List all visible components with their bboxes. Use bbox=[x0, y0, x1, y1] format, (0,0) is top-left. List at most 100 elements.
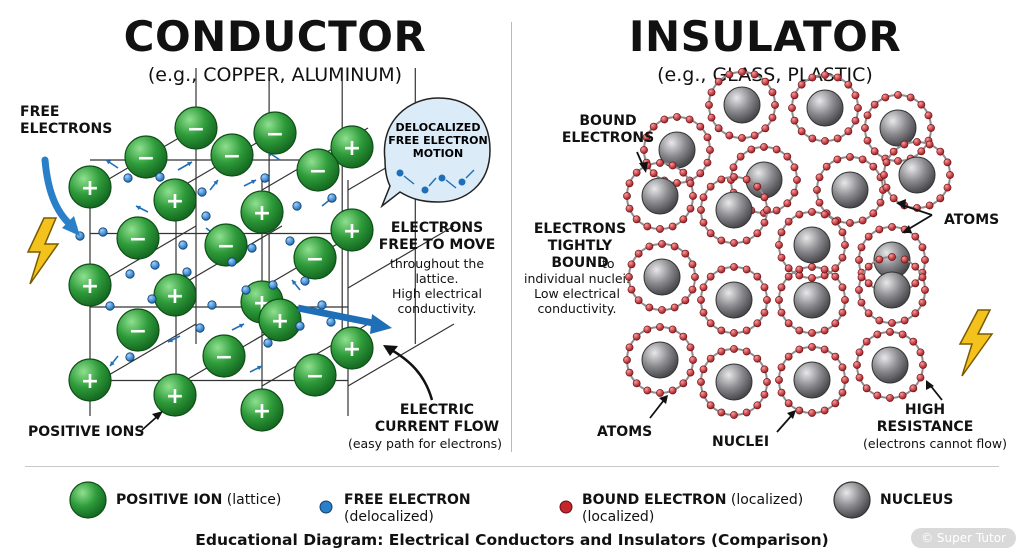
atom bbox=[623, 323, 697, 397]
bound-electron bbox=[714, 124, 723, 133]
atom bbox=[727, 143, 801, 217]
bound-electron bbox=[808, 274, 816, 282]
bound-electron bbox=[881, 93, 890, 102]
nucleus bbox=[745, 161, 783, 199]
bound-electron bbox=[855, 286, 863, 294]
bound-electron bbox=[943, 183, 952, 192]
svg-text:+: + bbox=[253, 399, 271, 424]
bound-electron bbox=[627, 285, 636, 294]
bound-electron bbox=[632, 215, 641, 224]
positive-ion: + bbox=[68, 263, 112, 307]
bound-electron bbox=[707, 88, 716, 97]
bound-electron bbox=[808, 343, 816, 351]
positive-ion-icon bbox=[69, 481, 107, 519]
bound-electron bbox=[880, 171, 888, 179]
positive-ion: + bbox=[330, 125, 374, 169]
bound-electron bbox=[900, 140, 909, 149]
current-flow-arrow bbox=[297, 304, 379, 328]
bound-electron bbox=[857, 298, 866, 307]
bound-electron bbox=[777, 388, 786, 397]
bound-electron bbox=[681, 296, 690, 305]
bound-electron bbox=[851, 91, 860, 100]
svg-text:+: + bbox=[166, 384, 184, 409]
bound-electron bbox=[763, 296, 771, 304]
legend-bound-electron-label: BOUND ELECTRON bbox=[582, 492, 727, 508]
bound-electron bbox=[917, 100, 926, 109]
bound-electron bbox=[772, 206, 781, 215]
bound-electron bbox=[898, 330, 907, 339]
bound-electron bbox=[643, 386, 652, 395]
bound-electron bbox=[795, 210, 804, 219]
bound-electron bbox=[831, 217, 840, 226]
bound-electron bbox=[742, 326, 751, 335]
bound-electron bbox=[668, 325, 677, 334]
bound-electron bbox=[833, 73, 842, 82]
nucleus-icon bbox=[833, 481, 871, 519]
bound-electron bbox=[855, 348, 864, 357]
bound-electron bbox=[632, 168, 641, 177]
bound-electron bbox=[875, 225, 884, 234]
bound-electron bbox=[760, 143, 768, 151]
free-electron bbox=[207, 300, 217, 310]
free-electron bbox=[260, 173, 270, 183]
free-electron bbox=[105, 301, 115, 311]
atom bbox=[775, 263, 849, 337]
current-flow-heading: ELECTRIC CURRENT FLOW bbox=[374, 402, 500, 435]
bound-electron bbox=[685, 115, 694, 124]
bound-electron bbox=[790, 163, 799, 172]
free-electron bbox=[197, 187, 207, 197]
bound-electron bbox=[838, 308, 847, 317]
bound-electron bbox=[777, 228, 786, 237]
bound-electron bbox=[645, 303, 654, 312]
positive-ion: + bbox=[153, 373, 197, 417]
bound-electron bbox=[790, 116, 799, 125]
bound-electron bbox=[864, 262, 873, 271]
insulator-title: INSULATOR bbox=[628, 12, 902, 61]
bound-electron bbox=[643, 222, 652, 231]
bound-electron bbox=[753, 182, 762, 191]
delocalized-motion-bubble: DELOCALIZED FREE ELECTRON MOTION bbox=[380, 97, 491, 209]
bound-electron bbox=[911, 262, 920, 271]
bound-electron bbox=[696, 169, 705, 178]
positive-ion: − bbox=[293, 353, 337, 397]
bound-electron bbox=[808, 409, 816, 417]
svg-text:−: − bbox=[306, 247, 324, 272]
free-electron bbox=[263, 338, 273, 348]
positive-ion: + bbox=[240, 190, 284, 234]
bound-electron bbox=[820, 406, 829, 415]
bound-electron bbox=[760, 193, 769, 202]
bound-electron bbox=[656, 323, 664, 331]
bound-electron bbox=[717, 175, 726, 184]
svg-text:−: − bbox=[266, 122, 284, 147]
bound-electron bbox=[714, 77, 723, 86]
nucleus bbox=[715, 191, 753, 229]
bound-electron bbox=[688, 260, 697, 269]
atoms-label-right: ATOMS bbox=[944, 212, 1000, 228]
nucleus bbox=[806, 89, 844, 127]
bound-electron bbox=[681, 249, 690, 258]
bound-electron bbox=[870, 147, 879, 156]
atoms-label-bottom: ATOMS bbox=[597, 424, 653, 440]
atom bbox=[853, 328, 927, 402]
bound-electron bbox=[864, 279, 873, 288]
nucleus bbox=[715, 363, 753, 401]
free-electron bbox=[241, 285, 251, 295]
bound-electron-icon bbox=[559, 500, 573, 514]
electrons-free-to-move-description: throughout the lattice. High electrical … bbox=[389, 256, 485, 316]
bound-electron bbox=[841, 241, 849, 249]
bound-electron bbox=[699, 390, 708, 399]
positive-ion: − bbox=[116, 216, 160, 260]
nucleus bbox=[641, 177, 679, 215]
bound-electron bbox=[844, 127, 853, 136]
bound-electron bbox=[717, 408, 726, 417]
bound-electron bbox=[738, 134, 746, 142]
bound-electron bbox=[699, 218, 708, 227]
bound-electron bbox=[795, 406, 804, 415]
bound-electron bbox=[706, 401, 715, 410]
bound-electron bbox=[882, 158, 891, 167]
bound-electron bbox=[640, 146, 648, 154]
bound-electron bbox=[900, 316, 909, 325]
bound-electron bbox=[841, 296, 849, 304]
bound-electron bbox=[795, 265, 804, 274]
bound-electron bbox=[623, 356, 631, 364]
